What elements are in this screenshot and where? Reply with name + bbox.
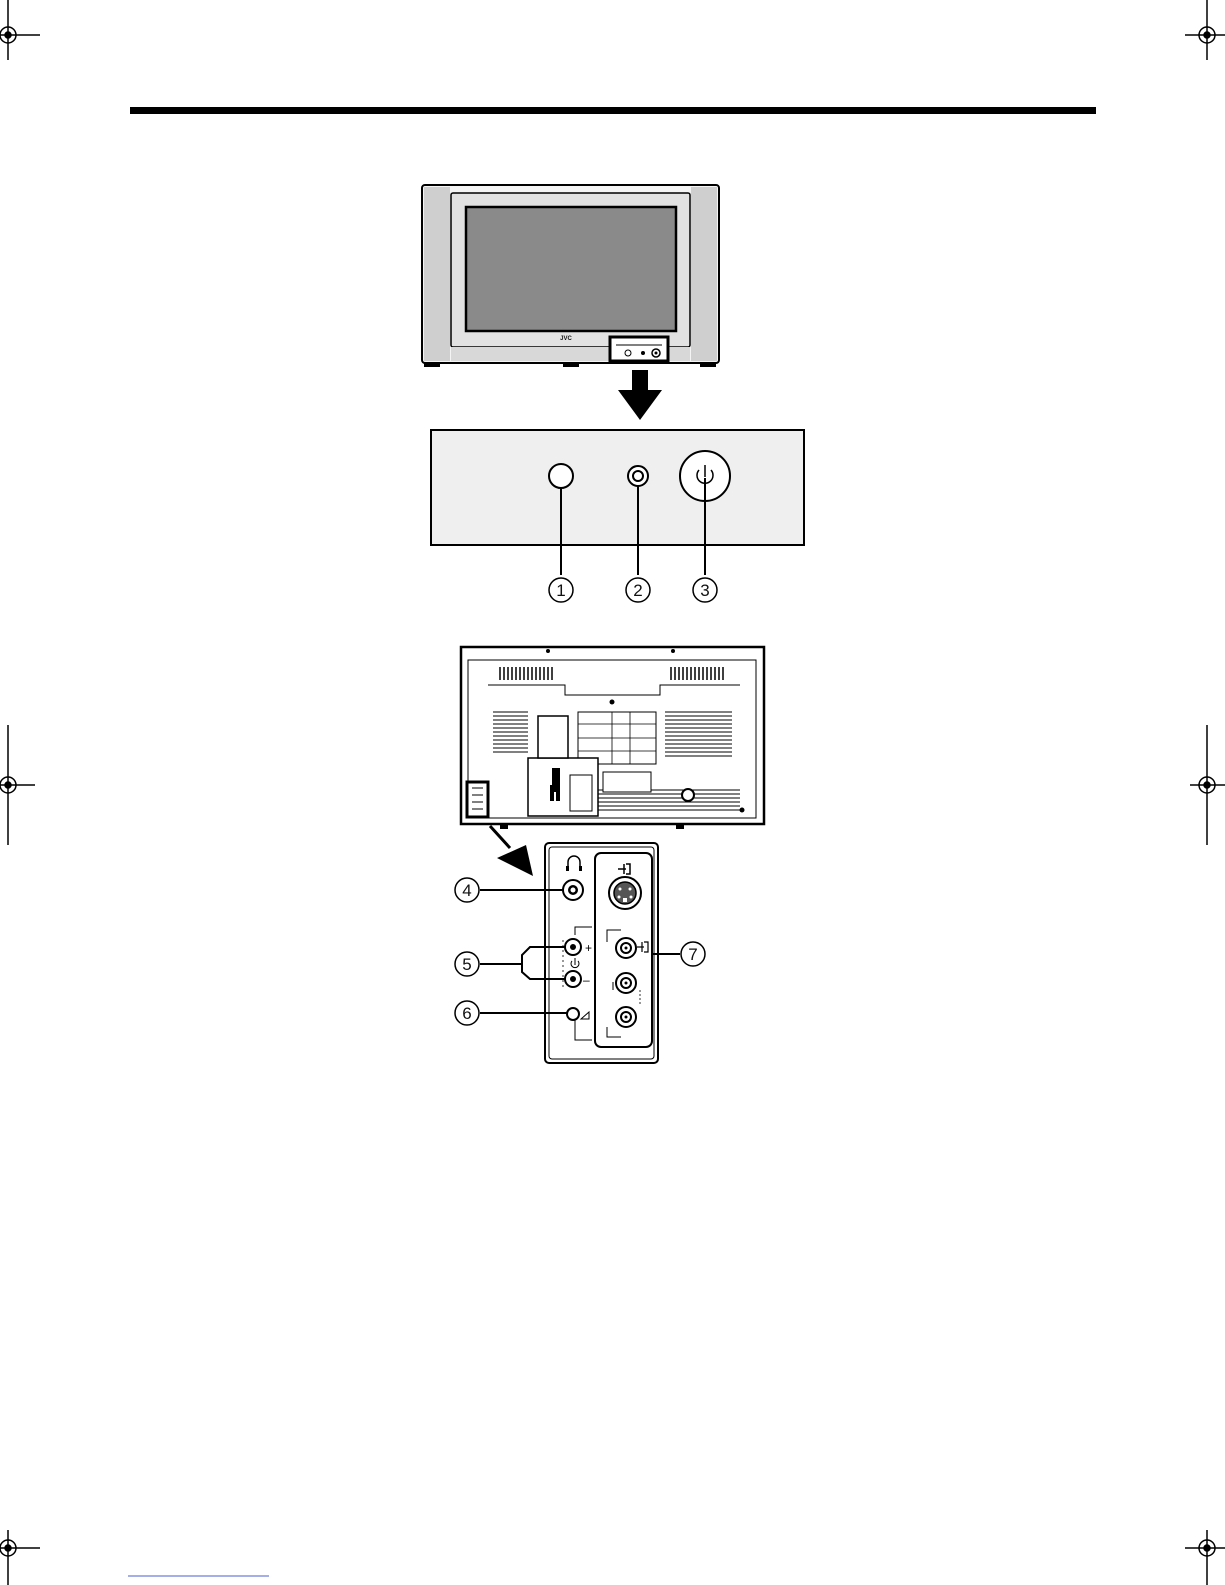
header-rule xyxy=(130,107,1096,114)
registration-mark-mid-right xyxy=(1190,725,1225,845)
registration-mark-bottom-right xyxy=(1185,1530,1225,1585)
tv-right-speaker xyxy=(691,187,717,361)
program-down-label: – xyxy=(583,973,590,987)
tv-control-highlight xyxy=(610,337,668,361)
callout-2: 2 xyxy=(626,578,650,602)
callout-7: 7 xyxy=(681,942,705,966)
tv-left-speaker xyxy=(424,187,450,361)
side-connector-panel: + – xyxy=(545,843,658,1063)
callout-1-number: 1 xyxy=(556,581,565,600)
remote-sensor-icon xyxy=(549,464,573,488)
callout-7-number: 7 xyxy=(688,945,697,964)
tv-screen xyxy=(466,207,676,331)
callout-6: 6 xyxy=(455,1001,479,1025)
front-panel-box xyxy=(431,430,804,545)
tv-front-view: JVC xyxy=(422,185,719,367)
tv-rear-view xyxy=(461,647,764,829)
callout-2-number: 2 xyxy=(633,581,642,600)
callout-6-number: 6 xyxy=(462,1004,471,1023)
arrow-down-icon xyxy=(618,370,662,420)
callout-3-number: 3 xyxy=(700,581,709,600)
program-up-label: + xyxy=(585,941,592,955)
rear-screw xyxy=(610,700,615,705)
arrow-diagonal-icon xyxy=(490,826,533,876)
volume-button[interactable] xyxy=(567,1008,579,1020)
tv-mini-indicator xyxy=(641,351,645,355)
registration-mark-top-left xyxy=(0,0,40,60)
tv-brand-logo: JVC xyxy=(560,336,572,342)
callout-1: 1 xyxy=(549,578,573,602)
callout-4-number: 4 xyxy=(462,881,471,900)
rear-side-panel-highlight xyxy=(467,782,488,817)
callout-5: 5 xyxy=(455,952,479,976)
front-control-panel xyxy=(431,430,804,575)
callout-5-number: 5 xyxy=(462,955,471,974)
registration-mark-bottom-left xyxy=(0,1530,40,1585)
callout-4: 4 xyxy=(455,878,479,902)
registration-mark-top-right xyxy=(1185,0,1225,60)
callout-3: 3 xyxy=(693,578,717,602)
registration-mark-mid-left xyxy=(0,725,35,845)
